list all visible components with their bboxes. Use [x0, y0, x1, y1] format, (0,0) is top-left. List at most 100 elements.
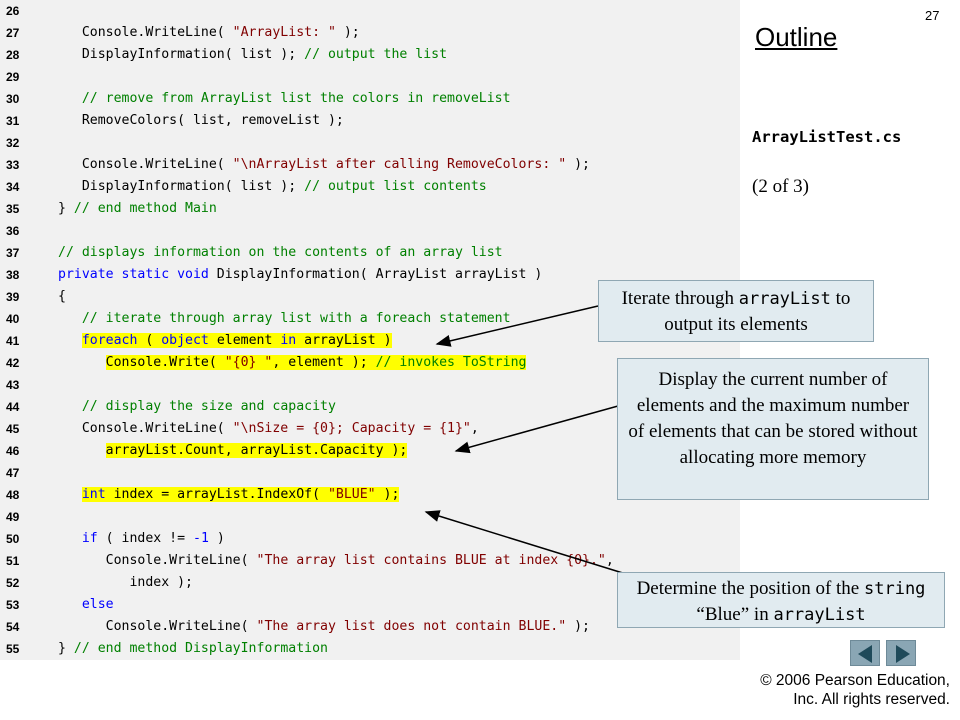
line-number: 33 — [6, 158, 20, 172]
copyright-line1: © 2006 Pearson Education, — [760, 672, 950, 689]
line-number: 47 — [6, 466, 20, 480]
code-token: // output the list — [304, 47, 448, 62]
code-text: DisplayInformation( list ); // output li… — [58, 176, 487, 198]
code-token: DisplayInformation( list ); — [58, 47, 305, 62]
code-token: "\nSize = {0}; Capacity = {1}" — [232, 421, 471, 436]
line-number: 28 — [6, 48, 20, 62]
callout-foreach: Iterate through arrayList to output its … — [598, 280, 874, 342]
code-line: 49 — [0, 506, 740, 528]
callout-indexof-code2: arrayList — [773, 605, 866, 625]
code-line: 35} // end method Main — [0, 198, 740, 220]
line-number: 51 — [6, 554, 20, 568]
code-token: // remove from ArrayList list the colors… — [81, 91, 511, 106]
code-text: } // end method Main — [58, 198, 217, 220]
code-token: in — [280, 333, 297, 348]
code-text: } // end method DisplayInformation — [58, 638, 328, 660]
code-text: int index = arrayList.IndexOf( "BLUE" ); — [58, 484, 400, 506]
code-token: , element ); — [272, 355, 376, 370]
code-token: // end method Main — [73, 201, 217, 216]
code-line: 43 — [0, 374, 740, 396]
code-token: Console.Write( — [105, 355, 225, 370]
code-token: index = arrayList.IndexOf( — [105, 487, 328, 502]
code-line: 47 — [0, 462, 740, 484]
code-line: 51 Console.WriteLine( "The array list co… — [0, 550, 740, 572]
line-number: 50 — [6, 532, 20, 546]
line-number: 30 — [6, 92, 20, 106]
code-token: ( — [137, 333, 162, 348]
code-text: // displays information on the contents … — [58, 242, 503, 264]
code-token: Console.WriteLine( — [58, 157, 233, 172]
line-number: 36 — [6, 224, 20, 238]
code-line: 53 else — [0, 594, 740, 616]
code-token: object — [161, 333, 209, 348]
callout-foreach-post: to output its elements — [664, 288, 851, 335]
code-token: ); — [566, 619, 590, 634]
code-token: "ArrayList: " — [232, 25, 336, 40]
code-token: Console.WriteLine( — [58, 619, 257, 634]
line-number: 53 — [6, 598, 20, 612]
code-line: 46 arrayList.Count, arrayList.Capacity )… — [0, 440, 740, 462]
code-line: 30 // remove from ArrayList list the col… — [0, 88, 740, 110]
line-number: 48 — [6, 488, 20, 502]
code-line: 44 // display the size and capacity — [0, 396, 740, 418]
line-number: 34 — [6, 180, 20, 194]
code-text: RemoveColors( list, removeList ); — [58, 110, 344, 132]
line-number: 46 — [6, 444, 20, 458]
code-token: { — [58, 289, 66, 304]
code-text: // remove from ArrayList list the colors… — [58, 88, 511, 110]
code-text: Console.WriteLine( "The array list does … — [58, 616, 590, 638]
code-token: ); — [566, 157, 590, 172]
arrow-foreach — [435, 305, 599, 347]
line-number: 31 — [6, 114, 20, 128]
triangle-right-icon — [896, 645, 910, 663]
line-number: 45 — [6, 422, 20, 436]
code-line: 54 Console.WriteLine( "The array list do… — [0, 616, 740, 638]
line-number: 37 — [6, 246, 20, 260]
code-text: Console.WriteLine( "\nSize = {0}; Capaci… — [58, 418, 479, 440]
triangle-left-icon — [858, 645, 872, 663]
code-text: // display the size and capacity — [58, 396, 336, 418]
code-text: Console.WriteLine( "The array list conta… — [58, 550, 614, 572]
line-number: 27 — [6, 26, 20, 40]
code-token: // displays information on the contents … — [58, 245, 503, 260]
code-line: 55} // end method DisplayInformation — [0, 638, 740, 660]
code-token: Console.WriteLine( — [58, 553, 257, 568]
callout-foreach-code: arrayList — [738, 289, 831, 309]
code-text: Console.Write( "{0} ", element ); // inv… — [58, 352, 527, 374]
line-number: 35 — [6, 202, 20, 216]
line-number: 49 — [6, 510, 20, 524]
code-token: foreach — [81, 333, 138, 348]
code-token: arrayList ) — [296, 333, 392, 348]
code-token: private static void — [58, 267, 209, 282]
code-token: "The array list contains BLUE at index {… — [256, 553, 606, 568]
code-line: 32 — [0, 132, 740, 154]
code-token: "{0} " — [224, 355, 273, 370]
code-token: , — [605, 553, 614, 568]
code-token: ) — [208, 531, 225, 546]
page-count: (2 of 3) — [752, 176, 809, 197]
code-token: , — [470, 421, 479, 436]
code-token: ); — [335, 25, 360, 40]
code-line: 50 if ( index != -1 ) — [0, 528, 740, 550]
next-slide-button[interactable] — [886, 640, 916, 666]
code-token: RemoveColors( list, removeList ); — [58, 113, 344, 128]
code-text: index ); — [58, 572, 193, 594]
line-number: 39 — [6, 290, 20, 304]
code-token: int — [81, 487, 106, 502]
callout-size: Display the current number of elements a… — [617, 358, 929, 500]
arrow-indexof — [424, 510, 627, 575]
line-number: 52 — [6, 576, 20, 590]
code-token: // end method DisplayInformation — [73, 641, 328, 656]
code-token: // display the size and capacity — [81, 399, 336, 414]
code-line: 36 — [0, 220, 740, 242]
outline-title: Outline — [755, 22, 838, 52]
code-text: if ( index != -1 ) — [58, 528, 225, 550]
code-token: arrayList.Count, arrayList.Capacity ); — [105, 443, 408, 458]
code-token: Console.WriteLine( — [58, 25, 233, 40]
copyright-line2: Inc. All rights reserved. — [793, 691, 950, 708]
code-token: } — [58, 201, 74, 216]
code-token: if — [81, 531, 98, 546]
prev-slide-button[interactable] — [850, 640, 880, 666]
